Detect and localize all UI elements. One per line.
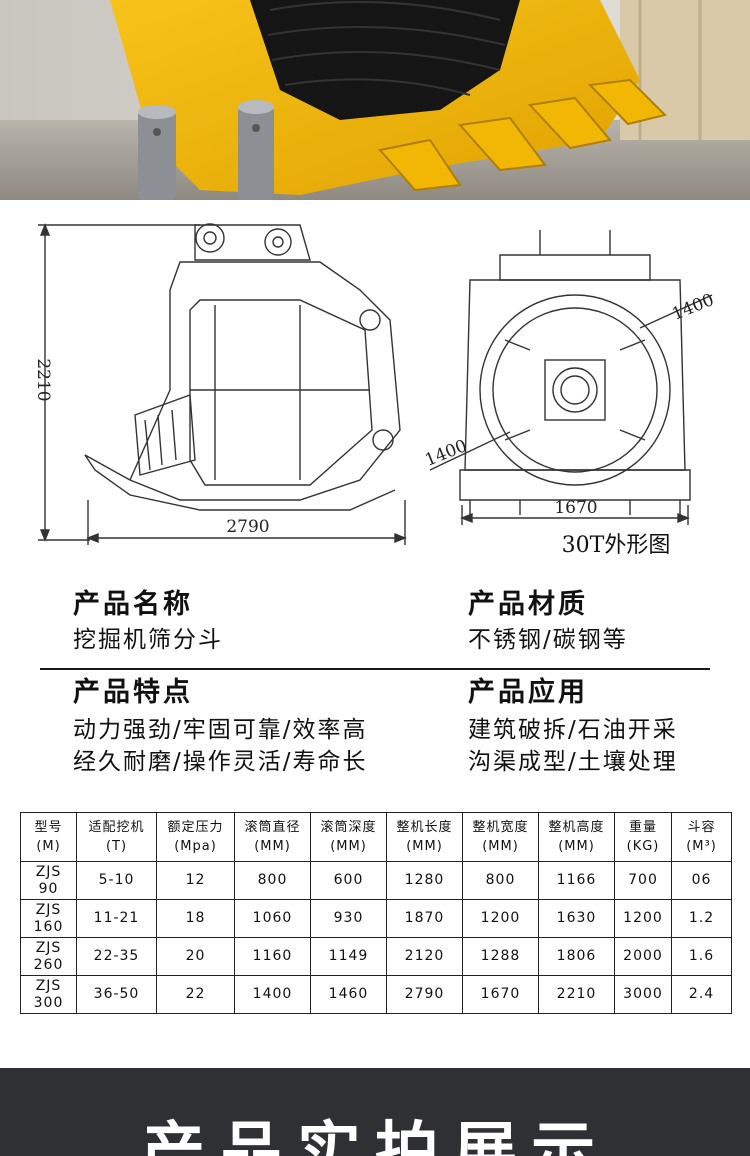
length-dimension-label: 2790: [226, 517, 269, 537]
product-material-label: 产品材质: [468, 589, 588, 620]
table-cell: 1400: [234, 975, 311, 1014]
product-application-label: 产品应用: [468, 677, 588, 708]
drum-diameter-dimension-label: 1400: [669, 290, 717, 325]
table-cell: 1.2: [671, 899, 732, 938]
table-cell: 930: [310, 899, 387, 938]
header-model: 型号(M): [20, 812, 77, 862]
header-length: 整机长度(MM): [386, 812, 463, 862]
table-cell: 06: [671, 861, 732, 900]
drum-depth-dimension-label: 1400: [422, 436, 470, 471]
table-cell: 1630: [538, 899, 615, 938]
product-features-line2: 经久耐磨/操作灵活/寿命长: [73, 749, 368, 775]
table-cell: 800: [462, 861, 539, 900]
spec-table-header: 型号(M) 适配挖机(T) 额定压力(Mpa) 滚筒直径(MM) 滚筒深度(MM…: [20, 812, 732, 862]
table-cell: 700: [614, 861, 672, 900]
table-cell: 1060: [234, 899, 311, 938]
table-cell: 1149: [310, 937, 387, 976]
table-cell: 12: [156, 861, 235, 900]
table-cell: 22-35: [76, 937, 157, 976]
header-pressure: 额定压力(Mpa): [156, 812, 235, 862]
table-cell: 2000: [614, 937, 672, 976]
height-dimension-label: 2210: [33, 358, 53, 401]
banner-title: 产品实拍展示: [141, 1116, 609, 1156]
section-divider: [40, 668, 710, 670]
table-cell: 11-21: [76, 899, 157, 938]
table-cell: 1160: [234, 937, 311, 976]
table-cell: 2790: [386, 975, 463, 1014]
section-banner: 产品实拍展示: [0, 1068, 750, 1156]
table-cell: 1460: [310, 975, 387, 1014]
table-cell: 1280: [386, 861, 463, 900]
product-features-line1: 动力强劲/牢固可靠/效率高: [73, 717, 368, 743]
spec-table-header-row: 型号(M) 适配挖机(T) 额定压力(Mpa) 滚筒直径(MM) 滚筒深度(MM…: [20, 812, 732, 862]
dimension-drawing: 2210 2790 1670 1400 1400 30T外形图: [33, 223, 717, 558]
outline-drawing: 2210 2790 1670 1400 1400 30T外形图: [0, 200, 750, 585]
table-cell: 22: [156, 975, 235, 1014]
spec-table: 型号(M) 适配挖机(T) 额定压力(Mpa) 滚筒直径(MM) 滚筒深度(MM…: [20, 812, 732, 1014]
product-application-line2: 沟渠成型/土壤处理: [468, 749, 678, 775]
header-height: 整机高度(MM): [538, 812, 615, 862]
header-drum-diameter: 滚筒直径(MM): [234, 812, 311, 862]
width-dimension-label: 1670: [554, 498, 597, 518]
product-application-block: 产品应用 建筑破拆/石油开采 沟渠成型/土壤处理: [468, 676, 678, 778]
product-material-value: 不锈钢/碳钢等: [468, 627, 628, 653]
header-width: 整机宽度(MM): [462, 812, 539, 862]
table-cell: 1.6: [671, 937, 732, 976]
header-capacity: 斗容(M³): [671, 812, 732, 862]
header-excavator: 适配挖机(T): [76, 812, 157, 862]
table-cell: 1200: [614, 899, 672, 938]
table-cell: 2.4: [671, 975, 732, 1014]
table-cell: 1288: [462, 937, 539, 976]
table-cell: 1200: [462, 899, 539, 938]
table-cell: 20: [156, 937, 235, 976]
product-name-block: 产品名称 挖掘机筛分斗: [73, 588, 223, 656]
table-cell: 600: [310, 861, 387, 900]
screening-bucket-photo: [0, 0, 750, 200]
product-name-value: 挖掘机筛分斗: [73, 627, 223, 653]
header-weight: 重量(KG): [614, 812, 672, 862]
table-cell: 1870: [386, 899, 463, 938]
table-cell: 1806: [538, 937, 615, 976]
table-cell: 2120: [386, 937, 463, 976]
product-features-block: 产品特点 动力强劲/牢固可靠/效率高 经久耐磨/操作灵活/寿命长: [73, 676, 368, 778]
table-cell: 5-10: [76, 861, 157, 900]
table-cell: 800: [234, 861, 311, 900]
table-cell: 18: [156, 899, 235, 938]
drawing-caption: 30T外形图: [562, 533, 671, 558]
header-drum-depth: 滚筒深度(MM): [310, 812, 387, 862]
product-photo: [0, 0, 750, 200]
table-cell: 1670: [462, 975, 539, 1014]
product-name-label: 产品名称: [73, 589, 193, 620]
table-cell: 3000: [614, 975, 672, 1014]
product-application-line1: 建筑破拆/石油开采: [468, 717, 678, 743]
table-cell: 36-50: [76, 975, 157, 1014]
product-material-block: 产品材质 不锈钢/碳钢等: [468, 588, 628, 656]
table-cell: 1166: [538, 861, 615, 900]
product-features-label: 产品特点: [73, 677, 193, 708]
table-cell: 2210: [538, 975, 615, 1014]
